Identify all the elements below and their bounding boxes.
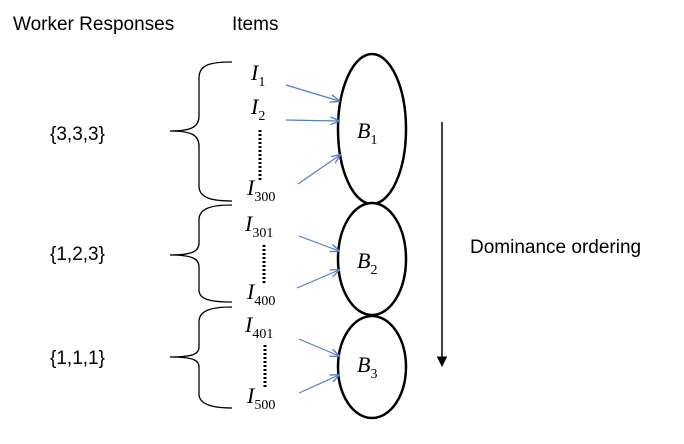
items-header: Items <box>232 14 278 35</box>
item-i401: I401 <box>244 312 273 342</box>
response-group-2: {1,2,3} <box>50 244 105 265</box>
arrow-i2-to-b1 <box>285 120 339 121</box>
response-group-3: {1,1,1} <box>50 348 105 369</box>
bucket-ellipse-2 <box>336 201 408 317</box>
arrow-i401-to-b3 <box>298 338 339 356</box>
bucket-ellipse-1 <box>336 52 408 206</box>
item-i1: I1 <box>250 60 265 90</box>
bucket-label-2: B2 <box>357 248 377 278</box>
bucket-ellipse-3 <box>336 314 408 420</box>
dominance-label: Dominance ordering <box>470 237 641 258</box>
bucket-label-3: B3 <box>357 352 377 382</box>
response-group-1: {3,3,3} <box>50 124 105 145</box>
item-i500: I500 <box>246 383 275 413</box>
arrow-i500-to-b3 <box>298 375 339 394</box>
item-i400: I400 <box>246 279 275 309</box>
item-i300: I300 <box>246 175 275 205</box>
arrow-i300-to-b1 <box>297 155 340 185</box>
arrow-i1-to-b1 <box>285 84 339 101</box>
item-i301: I301 <box>244 211 273 241</box>
arrow-i301-to-b2 <box>298 235 339 251</box>
worker-responses-header: Worker Responses <box>13 14 174 35</box>
bucket-label-1: B1 <box>357 118 377 148</box>
brace-group-3 <box>169 306 233 409</box>
brace-group-1 <box>169 61 233 202</box>
item-i2: I2 <box>250 94 265 124</box>
brace-group-2 <box>169 204 233 303</box>
arrow-i400-to-b2 <box>296 270 339 289</box>
